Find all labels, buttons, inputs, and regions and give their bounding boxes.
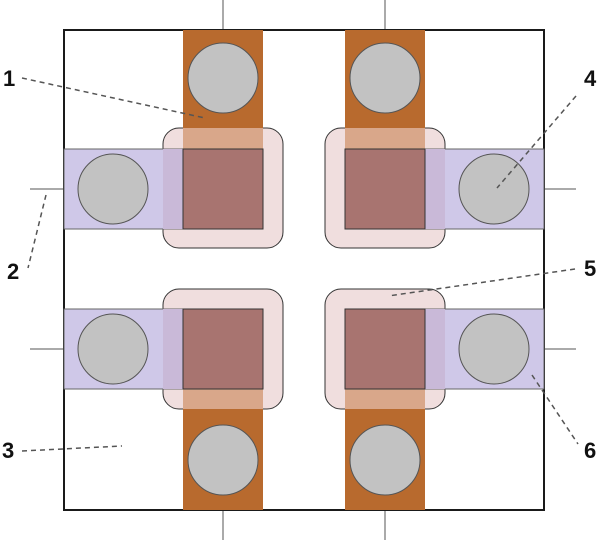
via-bottom-right <box>349 424 421 496</box>
callout-3: 3 <box>2 438 14 463</box>
copper-fade-tl <box>183 128 263 149</box>
callout-2: 2 <box>7 259 19 284</box>
callout-leaders <box>21 77 579 452</box>
vias <box>77 42 530 496</box>
overlap-bottom-left <box>182 308 264 390</box>
package-outline <box>63 29 545 511</box>
leader-1 <box>21 77 206 119</box>
overlap-top-right <box>344 148 426 230</box>
via-bottom-left <box>187 424 259 496</box>
overlap-top-left <box>182 148 264 230</box>
copper-fade-tr <box>345 128 425 149</box>
copper-fade-bl <box>183 389 263 409</box>
leader-5 <box>387 268 576 297</box>
leader-4 <box>496 95 577 189</box>
copper-fade-br <box>345 389 425 409</box>
overlap-bottom-right <box>344 308 426 390</box>
via-left-bottom <box>77 313 149 385</box>
pin-leads <box>30 0 576 540</box>
via-right-top <box>458 153 530 225</box>
callout-4: 4 <box>584 66 597 91</box>
lavender-fade-rb <box>425 309 445 389</box>
overlap-squares <box>182 148 426 390</box>
via-top-right <box>349 42 421 114</box>
callout-6: 6 <box>584 438 596 463</box>
lavender-fade-lb <box>163 309 183 389</box>
leader-3 <box>21 445 123 452</box>
leader-2 <box>27 194 47 269</box>
via-right-bottom <box>458 313 530 385</box>
leader-6 <box>531 374 579 445</box>
lavender-fade-rt <box>425 149 445 229</box>
copper-fade <box>183 128 425 409</box>
via-top-left <box>187 42 259 114</box>
callout-1: 1 <box>3 66 15 91</box>
callout-5: 5 <box>584 256 596 281</box>
lavender-fade <box>163 149 445 389</box>
lavender-fade-lt <box>163 149 183 229</box>
via-left-top <box>77 153 149 225</box>
